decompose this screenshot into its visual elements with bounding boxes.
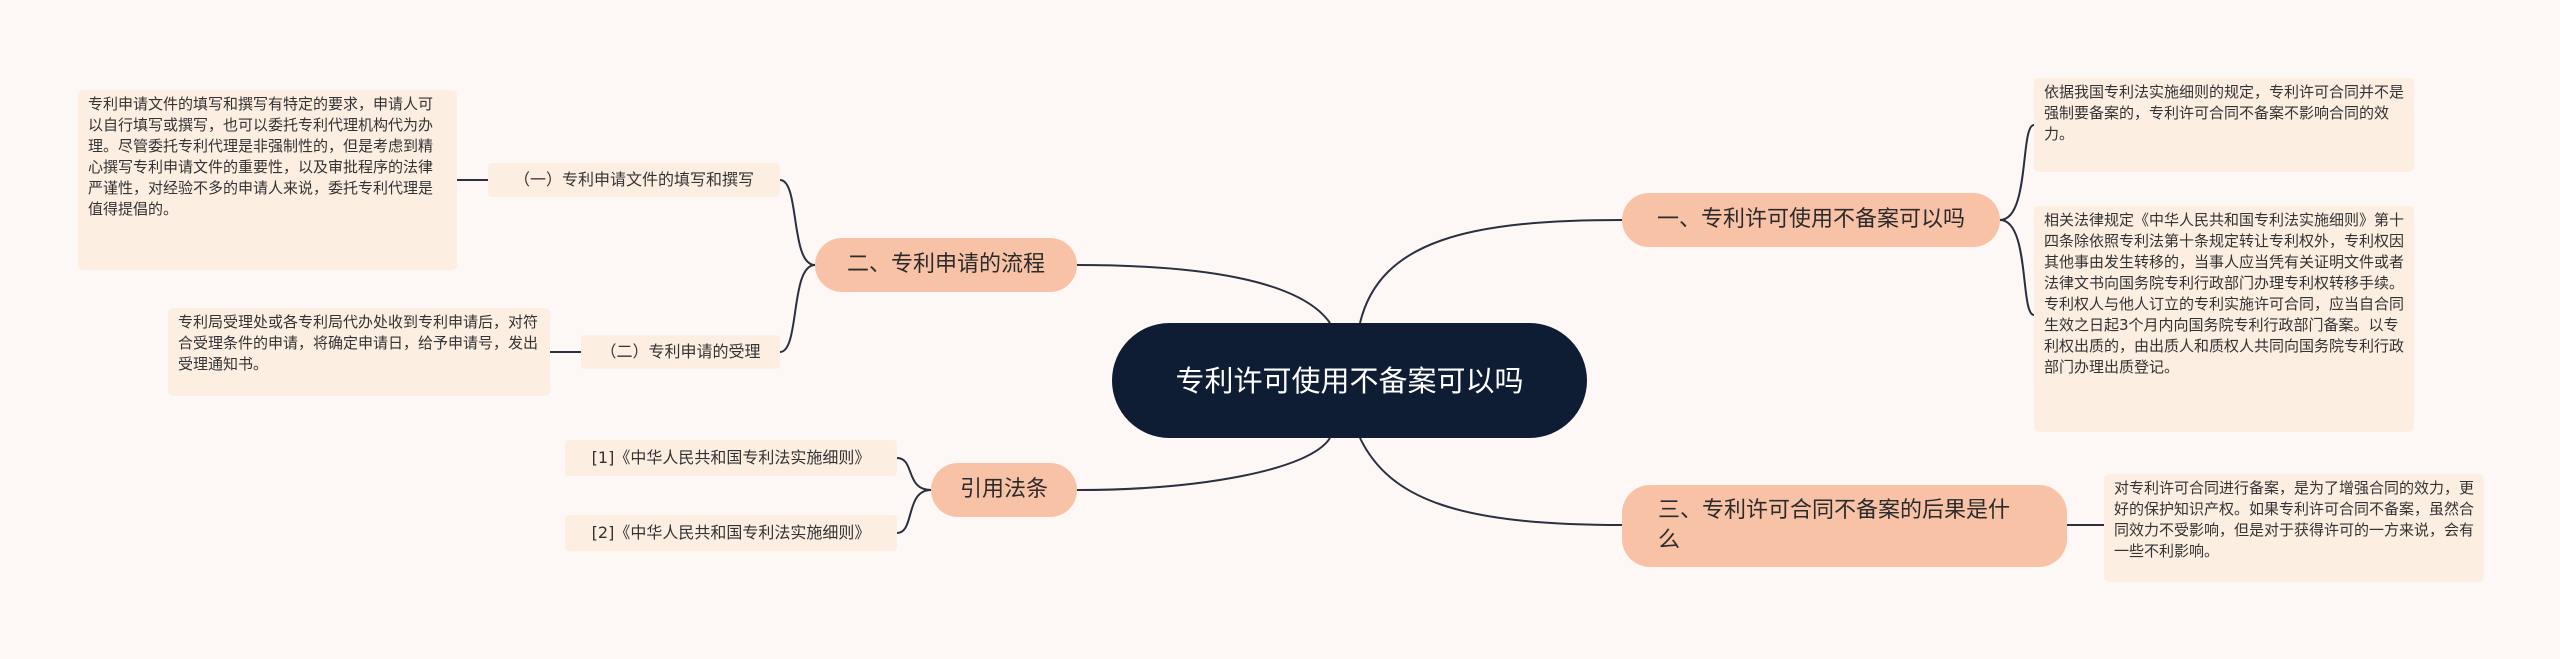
link-central-b1 xyxy=(1359,219,1623,324)
branch-2-sub-2-label: （二）专利申请的受理 xyxy=(600,342,761,361)
reference-2[interactable]: [2]《中华人民共和国专利法实施细则》 xyxy=(565,515,897,551)
branch-3[interactable]: 三、专利许可合同不备案的后果是什么 xyxy=(1622,485,2067,567)
branch-4-label: 引用法条 xyxy=(959,477,1048,502)
central-topic[interactable]: 专利许可使用不备案可以吗 xyxy=(1112,323,1587,438)
branch-2-sub-2-note-text: 专利局受理处或各专利局代办处收到专利申请后，对符合受理条件的申请，将确定申请日，… xyxy=(178,313,539,373)
branch-2-sub-2[interactable]: （二）专利申请的受理 xyxy=(581,335,780,369)
link-central-b4 xyxy=(1076,437,1331,491)
branch-1[interactable]: 一、专利许可使用不备案可以吗 xyxy=(1622,193,2000,247)
link-b4-ref1 xyxy=(896,457,932,491)
link-b1-note2 xyxy=(1999,219,2035,316)
link-central-b2 xyxy=(1076,264,1331,324)
reference-2-label: [2]《中华人民共和国专利法实施细则》 xyxy=(591,523,871,542)
link-b1-note1 xyxy=(1999,124,2035,221)
link-b2-sub1 xyxy=(779,179,816,266)
branch-3-note: 对专利许可合同进行备案，是为了增强合同的效力，更好的保护知识产权。如果专利许可合… xyxy=(2104,474,2484,582)
reference-1[interactable]: [1]《中华人民共和国专利法实施细则》 xyxy=(565,440,897,476)
reference-1-label: [1]《中华人民共和国专利法实施细则》 xyxy=(591,448,871,467)
branch-2-sub-2-note: 专利局受理处或各专利局代办处收到专利申请后，对符合受理条件的申请，将确定申请日，… xyxy=(168,308,550,396)
branch-1-note-1: 依据我国专利法实施细则的规定，专利许可合同并不是强制要备案的，专利许可合同不备案… xyxy=(2034,78,2414,172)
branch-2-sub-1-label: （一）专利申请文件的填写和撰写 xyxy=(513,170,754,189)
branch-2-sub-1-note: 专利申请文件的填写和撰写有特定的要求，申请人可以自行填写或撰写，也可以委托专利代… xyxy=(78,90,457,270)
central-topic-label: 专利许可使用不备案可以吗 xyxy=(1175,363,1524,398)
branch-4[interactable]: 引用法条 xyxy=(931,463,1077,517)
link-central-b3 xyxy=(1359,437,1623,526)
link-b2-sub2 xyxy=(779,264,816,353)
branch-1-label: 一、专利许可使用不备案可以吗 xyxy=(1656,207,1965,232)
branch-1-note-2-text: 相关法律规定《中华人民共和国专利法实施细则》第十四条除依照专利法第十条规定转让专… xyxy=(2044,211,2405,376)
branch-2[interactable]: 二、专利申请的流程 xyxy=(815,238,1077,292)
branch-1-note-2: 相关法律规定《中华人民共和国专利法实施细则》第十四条除依照专利法第十条规定转让专… xyxy=(2034,206,2414,432)
branch-3-note-text: 对专利许可合同进行备案，是为了增强合同的效力，更好的保护知识产权。如果专利许可合… xyxy=(2114,479,2475,560)
branch-2-sub-1-note-text: 专利申请文件的填写和撰写有特定的要求，申请人可以自行填写或撰写，也可以委托专利代… xyxy=(88,95,434,218)
branch-3-label: 三、专利许可合同不备案的后果是什么 xyxy=(1658,498,2011,553)
branch-2-label: 二、专利申请的流程 xyxy=(846,252,1045,277)
branch-1-note-1-text: 依据我国专利法实施细则的规定，专利许可合同并不是强制要备案的，专利许可合同不备案… xyxy=(2044,83,2405,143)
link-b4-ref2 xyxy=(896,489,932,534)
branch-2-sub-1[interactable]: （一）专利申请文件的填写和撰写 xyxy=(488,163,780,197)
